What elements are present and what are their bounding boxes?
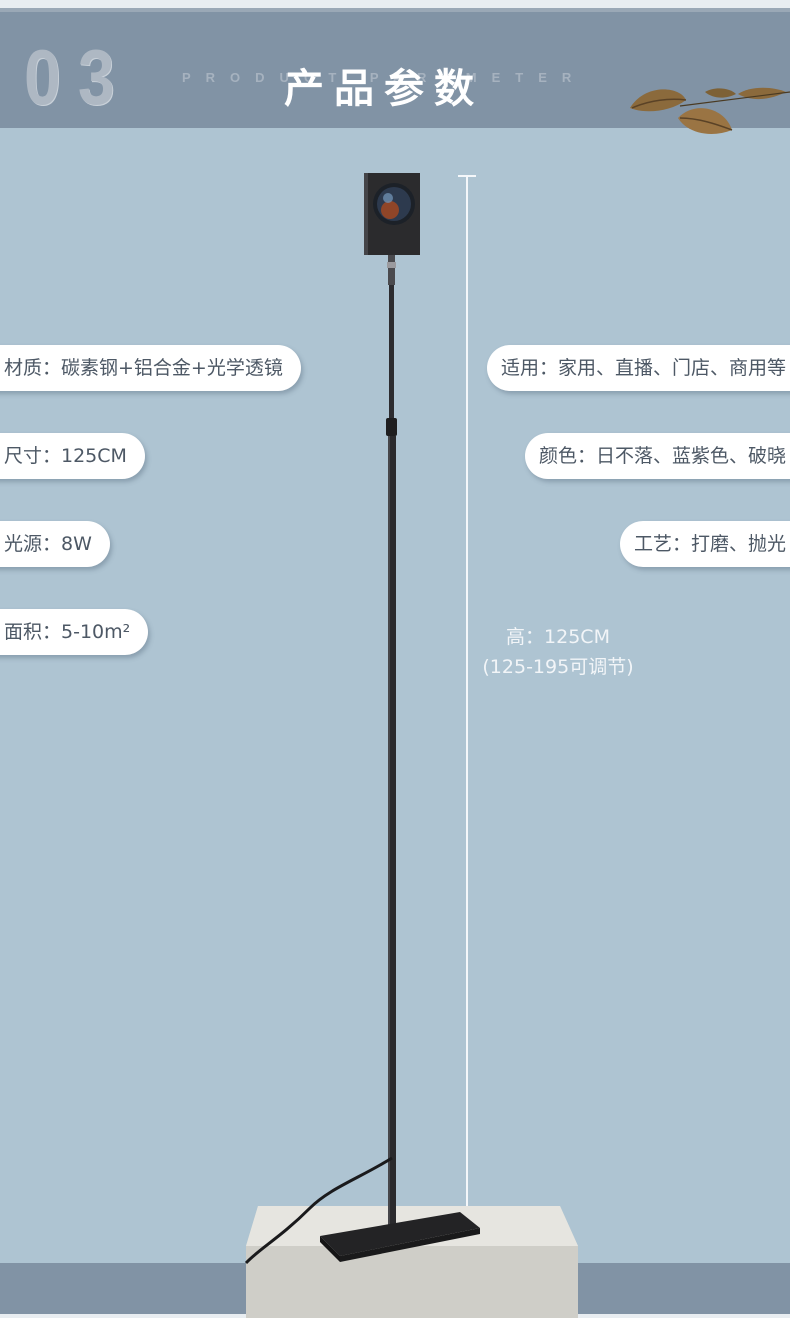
height-range: (125-195可调节)	[482, 656, 634, 678]
dried-leaves-decoration	[630, 87, 790, 134]
section-header: 03 PRODUCT PARAMETER 产品参数	[0, 12, 790, 134]
section-number: 03	[24, 33, 132, 121]
spec-light-source: 光源：8W	[0, 521, 110, 567]
floor-lamp	[244, 173, 480, 1265]
top-border	[0, 0, 790, 8]
spec-area: 面积：5-10m²	[0, 609, 149, 655]
spec-size: 尺寸：125CM	[0, 433, 145, 479]
spec-usage: 适用：家用、直播、门店、商用等	[486, 345, 790, 391]
spec-craft: 工艺：打磨、抛光	[619, 521, 790, 567]
height-label: 高：125CM (125-195可调节)	[470, 622, 646, 682]
height-value: 高：125CM	[506, 626, 610, 648]
section-title: 产品参数	[284, 66, 484, 112]
section-subtitle-en: PRODUCT PARAMETER	[182, 70, 587, 85]
height-dimension-cap-top	[458, 175, 476, 177]
height-dimension-line	[466, 175, 468, 1247]
top-border-shadow	[0, 8, 790, 12]
spec-color: 颜色：日不落、蓝紫色、破晓	[524, 433, 790, 479]
pedestal	[246, 1206, 578, 1318]
spec-material: 材质：碳素钢+铝合金+光学透镜	[0, 345, 301, 391]
